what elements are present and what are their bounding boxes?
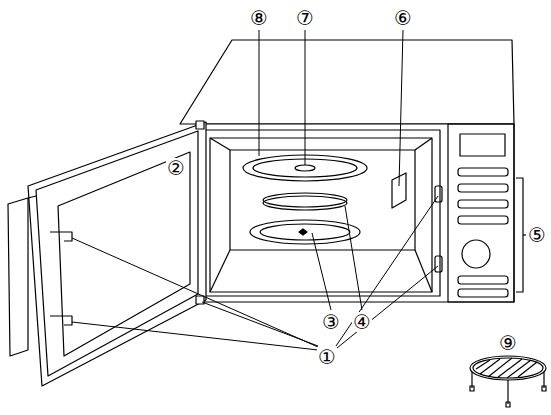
door-handle	[28, 196, 36, 198]
cavity-frame	[204, 130, 440, 296]
roller-ring-lower	[263, 196, 347, 210]
rack	[470, 356, 546, 407]
door-window	[58, 152, 190, 356]
callout-number: ①	[317, 347, 337, 367]
tray-floor-inner	[260, 224, 350, 240]
cavity-edge	[210, 138, 230, 150]
callout-number: ⑤	[527, 225, 547, 245]
button	[458, 168, 508, 176]
door-rim	[36, 131, 198, 376]
button	[458, 184, 508, 192]
bracket	[516, 178, 523, 292]
callout-number: ⑧	[249, 8, 269, 28]
cavity-edge	[415, 250, 432, 292]
dial	[462, 240, 490, 268]
callout-number: ⑨	[498, 333, 518, 353]
door	[28, 122, 206, 386]
cavity-edge	[415, 138, 432, 150]
button	[458, 216, 508, 224]
latch-slot	[435, 256, 442, 272]
coupler	[299, 229, 307, 235]
leader-lines	[72, 30, 438, 350]
callout-number: ②	[166, 158, 186, 178]
button	[458, 200, 508, 208]
callout-number: ④	[352, 312, 372, 332]
callout-number: ③	[321, 312, 341, 332]
button	[458, 289, 508, 297]
button	[458, 276, 508, 284]
door-handle	[8, 198, 28, 356]
roller-ring	[263, 193, 347, 207]
hinge	[196, 121, 204, 129]
bracket	[523, 234, 526, 235]
control-panel	[448, 124, 514, 302]
tray-floor	[250, 220, 360, 244]
cabinet-top	[180, 40, 514, 124]
back-wall	[230, 150, 415, 250]
cavity-edge	[210, 250, 230, 292]
glass-tray-hub	[295, 165, 315, 171]
callout-number: ⑥	[393, 8, 413, 28]
display	[460, 134, 505, 156]
latch-hook	[50, 316, 72, 325]
callout-number: ⑦	[295, 8, 315, 28]
latch-hook	[50, 232, 72, 241]
